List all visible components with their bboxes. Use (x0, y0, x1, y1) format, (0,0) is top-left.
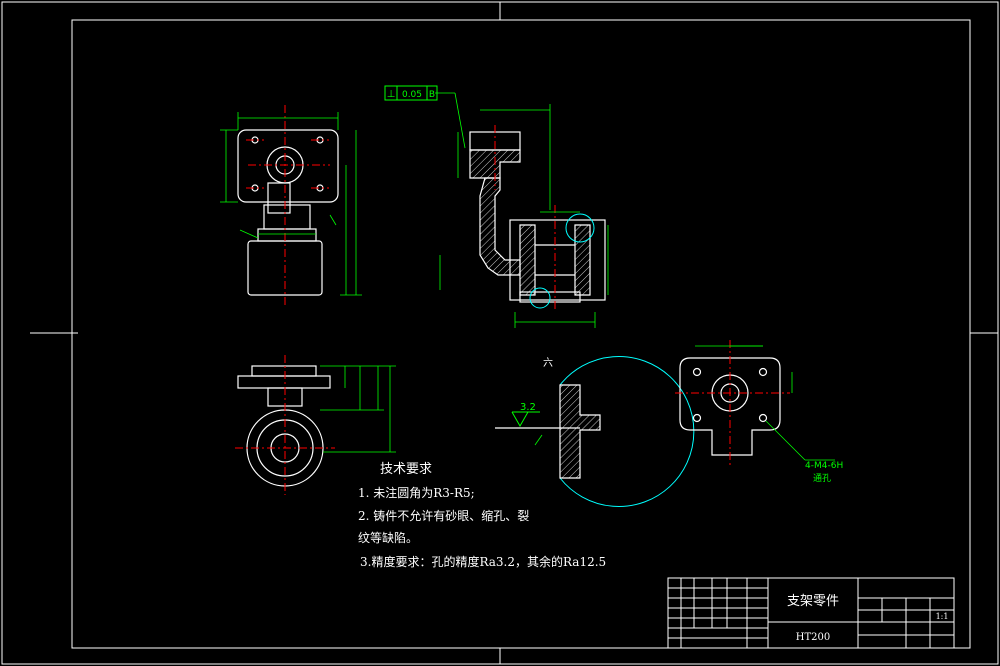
section-view: ⊥ 0.05 B (384, 85, 609, 328)
scale: 1:1 (936, 612, 949, 621)
geometric-tolerance-frame: ⊥ 0.05 B (384, 85, 438, 101)
tech-requirement-1: 1. 未注圆角为R3-R5; (358, 485, 475, 500)
detail-section-label: 六 (543, 357, 553, 369)
tech-requirement-2: 2. 铸件不允许有砂眼、缩孔、裂 (358, 508, 529, 523)
front-view (220, 105, 362, 305)
tolerance-symbol: ⊥ (387, 89, 396, 100)
bottom-view: 4-M4-6H 通孔 (675, 340, 843, 484)
tolerance-value: 0.05 (402, 90, 422, 100)
tech-requirement-3: 3.精度要求：孔的精度Ra3.2，其余的Ra12.5 (360, 554, 606, 569)
tech-requirement-2-cont: 纹等缺陷。 (358, 530, 418, 545)
hole-note: 4-M4-6H (805, 461, 843, 471)
tech-requirements-title: 技术要求 (380, 462, 432, 477)
tolerance-datum: B (429, 90, 435, 100)
hole-note-through: 通孔 (813, 473, 831, 484)
part-name: 支架零件 (787, 594, 839, 609)
detail-roughness: 3.2 (520, 402, 536, 413)
title-block (667, 577, 955, 649)
top-view (235, 355, 396, 495)
material: HT200 (796, 632, 830, 643)
technical-requirements: 技术要求 1. 未注圆角为R3-R5; 2. 铸件不允许有砂眼、缩孔、裂 纹等缺… (358, 462, 606, 569)
detail-view: 六 3.2 (495, 356, 695, 507)
